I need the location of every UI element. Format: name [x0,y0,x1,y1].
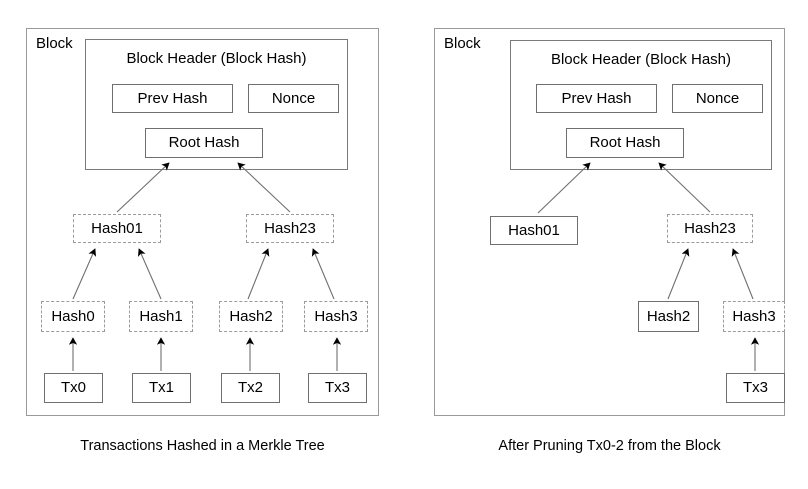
nonce-box-right[interactable]: Nonce [672,84,763,113]
block-label-left: Block [36,35,73,52]
tx0-box-left[interactable]: Tx0 [44,373,103,403]
block-header-title-right: Block Header (Block Hash) [550,51,732,68]
prev-hash-box-left[interactable]: Prev Hash [112,84,233,113]
hash1-box-left[interactable]: Hash1 [129,301,193,332]
tx1-box-left[interactable]: Tx1 [132,373,191,403]
hash01-box-right[interactable]: Hash01 [490,216,578,245]
tx3-box-right[interactable]: Tx3 [726,373,785,403]
hash2-box-right[interactable]: Hash2 [638,301,699,332]
hash0-box-left[interactable]: Hash0 [41,301,105,332]
hash3-box-left[interactable]: Hash3 [304,301,368,332]
hash23-box-left[interactable]: Hash23 [246,214,334,243]
nonce-box-left[interactable]: Nonce [248,84,339,113]
block-label-right: Block [444,35,481,52]
block-header-title-left: Block Header (Block Hash) [126,50,307,67]
hash3-box-right[interactable]: Hash3 [723,301,785,332]
root-hash-box-right[interactable]: Root Hash [566,128,684,158]
tx3-box-left[interactable]: Tx3 [308,373,367,403]
hash2-box-left[interactable]: Hash2 [219,301,283,332]
hash01-box-left[interactable]: Hash01 [73,214,161,243]
prev-hash-box-right[interactable]: Prev Hash [536,84,657,113]
root-hash-box-left[interactable]: Root Hash [145,128,263,158]
tx2-box-left[interactable]: Tx2 [221,373,280,403]
caption-right: After Pruning Tx0-2 from the Block [498,438,721,454]
caption-left: Transactions Hashed in a Merkle Tree [80,438,325,454]
hash23-box-right[interactable]: Hash23 [667,214,753,243]
